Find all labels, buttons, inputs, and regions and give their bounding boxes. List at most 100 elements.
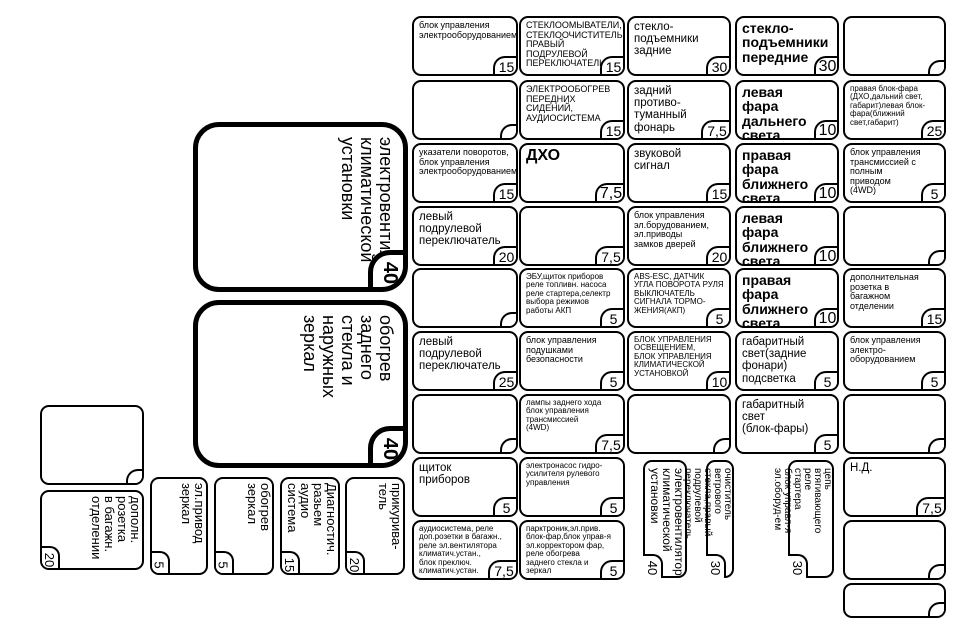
fuse-amperage: 15 <box>706 183 729 201</box>
fuse-amperage-value: 40 <box>645 560 660 576</box>
fuse-r8c2: электронасос гидро- усилителя рулевого у… <box>519 457 625 517</box>
bottom-fuse-label: Диагностич. разьем аудио система <box>285 483 339 556</box>
fuse-r9c1: аудиосистема, реле доп.розетки в багажн.… <box>412 520 518 580</box>
fuse-r8c5: Н.Д.7,5 <box>843 457 946 517</box>
fuse-label: левый подрулевой переключатель <box>419 336 501 373</box>
fuse-r1c5 <box>843 16 946 76</box>
fuse-amperage <box>500 438 516 452</box>
fuse-r7c3 <box>627 394 731 454</box>
fuse-label: электронасос гидро- усилителя рулевого у… <box>526 461 603 487</box>
fuse-r7c1 <box>412 394 518 454</box>
fuse-label: лампы заднего хода блок управления транс… <box>526 398 602 433</box>
fuse-label: правая фара ближнего света <box>742 147 809 203</box>
fuse-amperage <box>126 469 142 483</box>
fuse-amperage: 10 <box>814 120 837 138</box>
fuse-amperage: 30 <box>788 554 808 578</box>
fuse-r4c2: 7,5 <box>519 206 625 266</box>
fuse-label: левая фара ближнего света <box>742 210 809 266</box>
fuse-amperage-value: 5 <box>215 561 231 569</box>
fuse-label: щиток приборов <box>419 462 470 487</box>
fuse-label: ЭБУ,щиток приборов реле топливн. насоса … <box>526 272 611 315</box>
fuse-label: ДХО <box>526 147 561 164</box>
fuse-amperage: 20 <box>706 246 729 264</box>
fuse-amperage-value: 30 <box>790 560 805 576</box>
fuse-label: блок управления эл.борудованием, эл.прив… <box>634 210 710 249</box>
fuse-amperage <box>928 60 944 74</box>
fuse-label: блок управления электро- оборудованием <box>850 335 921 365</box>
fuse-amperage: 25 <box>493 371 516 389</box>
bottom-fuse-b3: обогрев зеркал 5 <box>214 477 274 575</box>
bottom-fuse-label: эл.привод зеркал <box>179 483 207 544</box>
vertical-fuse-v2: очиститель ветрового стекла,правый подру… <box>682 460 734 578</box>
bottom-fuse-label: дополн. розетка в багажн. отделении <box>89 496 143 560</box>
fuse-r4c4: левая фара ближнего света 10 <box>735 206 839 266</box>
fuse-label: стекло- подъемники задние <box>634 21 699 58</box>
fuse-label: парктроник,эл.прив. блок-фар,блок управ-… <box>526 524 611 575</box>
fuse-amperage-value: 30 <box>708 560 723 576</box>
fuse-amperage: 10 <box>814 183 837 201</box>
bottom-fuse-label: обогрев зеркал <box>245 483 273 532</box>
fuse-amperage: 40 <box>643 554 663 578</box>
fuse-label: задний противо- туманный фонарь <box>634 85 687 134</box>
fuse-r1c2: СТЕКЛООМЫВАТЕЛИ, СТЕКЛООЧИСТИТЕЛЬ, ПРАВЫ… <box>519 16 625 76</box>
bottom-fuse-b5: прикурива- тель 20 <box>345 477 405 575</box>
fuse-r2c1 <box>412 80 518 140</box>
fuse-amperage: 15 <box>921 308 944 326</box>
fuse-amperage <box>928 564 944 578</box>
fuse-label: аудиосистема, реле доп.розетки в багажн.… <box>419 524 502 575</box>
fuse-amperage: 15 <box>600 120 623 138</box>
fuse-amperage: 5 <box>814 371 837 389</box>
fuse-amperage: 7,5 <box>488 560 516 578</box>
fuse-r5c2: ЭБУ,щиток приборов реле топливн. насоса … <box>519 268 625 328</box>
fuse-amperage <box>500 124 516 138</box>
fuse-r3c5: блок управления трансмиссией с полным пр… <box>843 143 946 203</box>
fuse-r6c4: габаритный свет(задние фонари) подсветка… <box>735 331 839 391</box>
fuse-amperage: 5 <box>921 371 944 389</box>
fuse-amperage: 40 <box>368 250 403 287</box>
fuse-label: СТЕКЛООМЫВАТЕЛИ, СТЕКЛООЧИСТИТЕЛЬ, ПРАВЫ… <box>526 20 625 69</box>
fuse-amperage: 5 <box>600 497 623 515</box>
vertical-fuse-label: цепь втягивающего реле стартера блок упр… <box>772 468 833 534</box>
fuse-r7c5 <box>843 394 946 454</box>
vertical-fuse-v1: электровентилятор климатической установк… <box>643 460 687 578</box>
fuse-amperage: 5 <box>152 551 170 573</box>
fuse-label: указатели поворотов, блок управления эле… <box>419 147 518 177</box>
fuse-r4c5 <box>843 206 946 266</box>
fuse-label: правая блок-фара (ДХО,дальний свет, габа… <box>850 84 926 127</box>
fuse-r5c5: дополнительная розетка в багажном отделе… <box>843 268 946 328</box>
fuse-amperage <box>928 602 944 616</box>
fuse-amperage: 5 <box>706 308 729 326</box>
fuse-label: ЭЛЕКТРООБОГРЕВ ПЕРЕДНИХ СИДЕНИЙ, АУДИОСИ… <box>526 84 611 123</box>
fuse-amperage <box>928 438 944 452</box>
fuse-amperage <box>713 438 729 452</box>
fuse-label: габаритный свет (блок-фары) <box>742 399 809 436</box>
fuse-r3c4: правая фара ближнего света 10 <box>735 143 839 203</box>
fuse-amperage-value: 15 <box>282 557 297 573</box>
fuse-amperage-value: 40 <box>379 437 402 461</box>
bottom-fuse-label: прикурива- тель <box>376 483 404 550</box>
fuse-amperage: 15 <box>493 183 516 201</box>
fuse-amperage: 10 <box>814 246 837 264</box>
fuse-amperage <box>928 250 944 264</box>
fuse-label: блок управления трансмиссией с полным пр… <box>850 147 921 196</box>
fuse-r2c2: ЭЛЕКТРООБОГРЕВ ПЕРЕДНИХ СИДЕНИЙ, АУДИОСИ… <box>519 80 625 140</box>
fuse-amperage: 15 <box>282 551 300 573</box>
big-fuse-big1: электровентилятор климатической установк… <box>193 122 408 292</box>
fuse-amperage: 5 <box>600 308 623 326</box>
fuse-label: ABS-ESC, ДАТЧИК УГЛА ПОВОРОТА РУЛЯ ВЫКЛЮ… <box>634 272 724 315</box>
fuse-amperage: 10 <box>706 371 729 389</box>
fuse-amperage: 5 <box>921 183 944 201</box>
bottom-fuse-b2: эл.привод зеркал 5 <box>150 477 208 575</box>
fuse-amperage: 20 <box>347 551 365 573</box>
fuse-r6c3: БЛОК УПРАВЛЕНИЯ ОСВЕЩЕНИЕМ, БЛОК УПРАВЛЕ… <box>627 331 731 391</box>
fuse-spare-left <box>40 405 144 485</box>
